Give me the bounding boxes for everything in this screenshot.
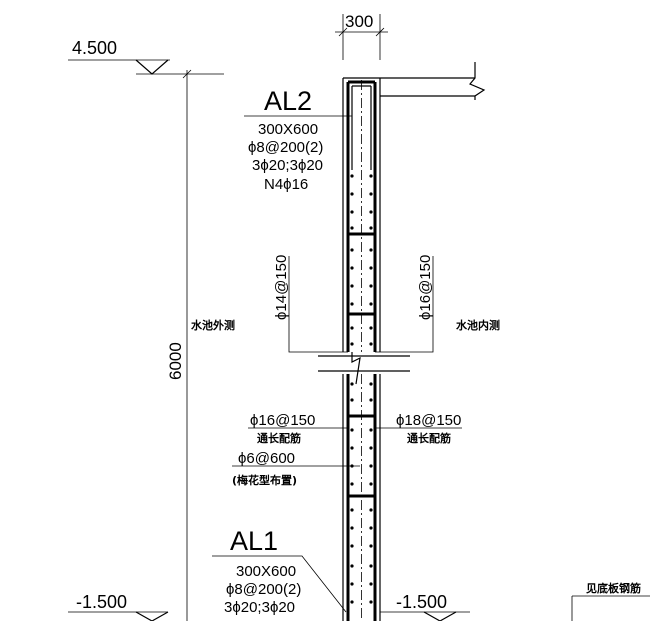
beam-al1-longitudinal: 3ϕ20;3ϕ20 <box>224 599 295 616</box>
elevation-bottom-right: -1.500 <box>380 592 470 621</box>
outer-side-label: 水池外测 <box>191 318 235 332</box>
beam-al2-stirrups: ϕ8@200(2) <box>248 139 323 156</box>
outer-vertical-callout: ϕ16@150 通长配筋 <box>248 412 348 445</box>
outer-horizontal-label: ϕ14@150 <box>273 255 290 320</box>
tie-bar-note: (梅花型布置) <box>232 473 297 487</box>
wall-ties <box>348 232 375 498</box>
outer-horizontal-callout: ϕ14@150 <box>273 255 348 353</box>
top-slab <box>380 62 486 100</box>
inner-horizontal-callout: ϕ16@150 <box>375 255 434 353</box>
beam-al2-name: AL2 <box>264 86 312 116</box>
beam-al2-longitudinal: 3ϕ20;3ϕ20 <box>252 157 323 174</box>
elevation-top-label: 4.500 <box>72 38 117 58</box>
elevation-bottom-left: -1.500 <box>68 592 169 621</box>
wall-thickness-label: 300 <box>345 12 373 31</box>
beam-al1-callout: AL1 300X600 ϕ8@200(2) 3ϕ20;3ϕ20 <box>212 526 347 616</box>
height-dimension: 6000 <box>166 69 192 621</box>
inner-horizontal-label: ϕ16@150 <box>417 255 434 320</box>
elevation-bottom-right-label: -1.500 <box>396 592 447 612</box>
elevation-top: 4.500 <box>68 38 224 75</box>
outer-vertical-note: 通长配筋 <box>257 431 301 445</box>
rebar-dots <box>350 174 373 604</box>
beam-al1-size: 300X600 <box>236 563 296 580</box>
beam-al1-stirrups: ϕ8@200(2) <box>226 581 301 598</box>
outer-vertical-label: ϕ16@150 <box>250 412 315 429</box>
tie-bar-label: ϕ6@600 <box>238 450 295 467</box>
wall-body <box>342 77 381 621</box>
beam-al1-name: AL1 <box>230 526 278 556</box>
beam-al2-callout: AL2 300X600 ϕ8@200(2) 3ϕ20;3ϕ20 N4ϕ16 <box>244 86 352 193</box>
elevation-bottom-left-label: -1.500 <box>76 592 127 612</box>
base-slab-label: 见底板钢筋 <box>586 581 641 595</box>
beam-al2-side-bars: N4ϕ16 <box>264 176 308 193</box>
height-label: 6000 <box>166 342 185 380</box>
tie-bar-callout: ϕ6@600 (梅花型布置) <box>232 450 360 487</box>
inner-vertical-note: 通长配筋 <box>407 431 451 445</box>
wall-thickness-dimension: 300 <box>335 12 388 60</box>
inner-vertical-callout: ϕ18@150 通长配筋 <box>375 412 462 445</box>
inner-vertical-label: ϕ18@150 <box>396 412 461 429</box>
break-line <box>318 352 410 385</box>
inner-side-label: 水池内测 <box>456 318 500 332</box>
base-slab-note: 见底板钢筋 <box>571 581 650 621</box>
beam-al2-size: 300X600 <box>258 121 318 138</box>
